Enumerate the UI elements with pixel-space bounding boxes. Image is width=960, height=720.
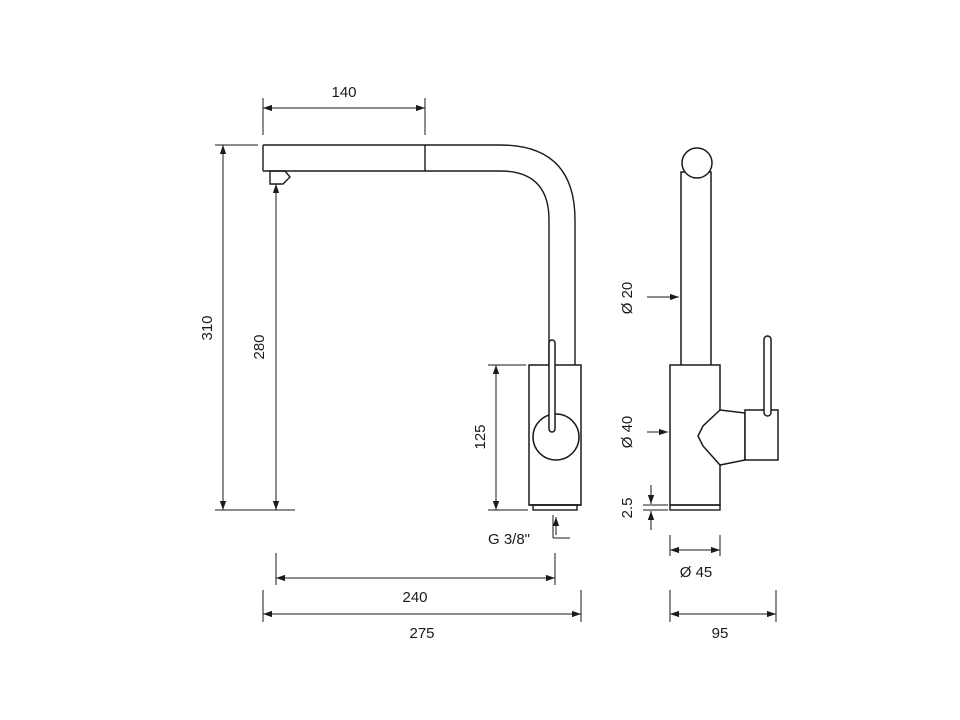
dim-spout-height: 280 [251,184,280,510]
dim-total-width: 95 [669,590,777,642]
mixer-body [528,339,582,511]
dim-body-height: 125 [472,364,528,511]
label-total-width: 95 [712,625,729,642]
label-connection: G 3/8" [488,531,530,548]
dim-spout-reach: 140 [262,84,426,135]
label-body-height: 125 [472,424,489,449]
dim-base-to-spout: 240 [275,553,556,606]
side-view [669,147,779,511]
front-view [262,144,582,511]
label-base-to-spout: 240 [402,589,427,606]
label-base-plate: 2.5 [619,498,636,519]
label-base-diameter: Ø 45 [680,564,713,581]
dim-body-diameter: Ø 40 [619,416,668,449]
spout-outline [262,144,576,368]
dim-connection: G 3/8" [488,515,570,548]
label-total-depth: 275 [409,625,434,642]
dim-base-diameter: Ø 45 [669,535,721,581]
dim-total-depth: 275 [262,590,582,642]
dim-base-plate: 2.5 [619,485,668,530]
label-body-diameter: Ø 40 [619,416,636,449]
dim-tube-diameter: Ø 20 [619,282,679,315]
label-spout-height: 280 [251,334,268,359]
dim-total-height: 310 [199,144,295,511]
label-tube-diameter: Ø 20 [619,282,636,315]
label-spout-reach: 140 [331,84,356,101]
label-total-height: 310 [199,315,216,340]
